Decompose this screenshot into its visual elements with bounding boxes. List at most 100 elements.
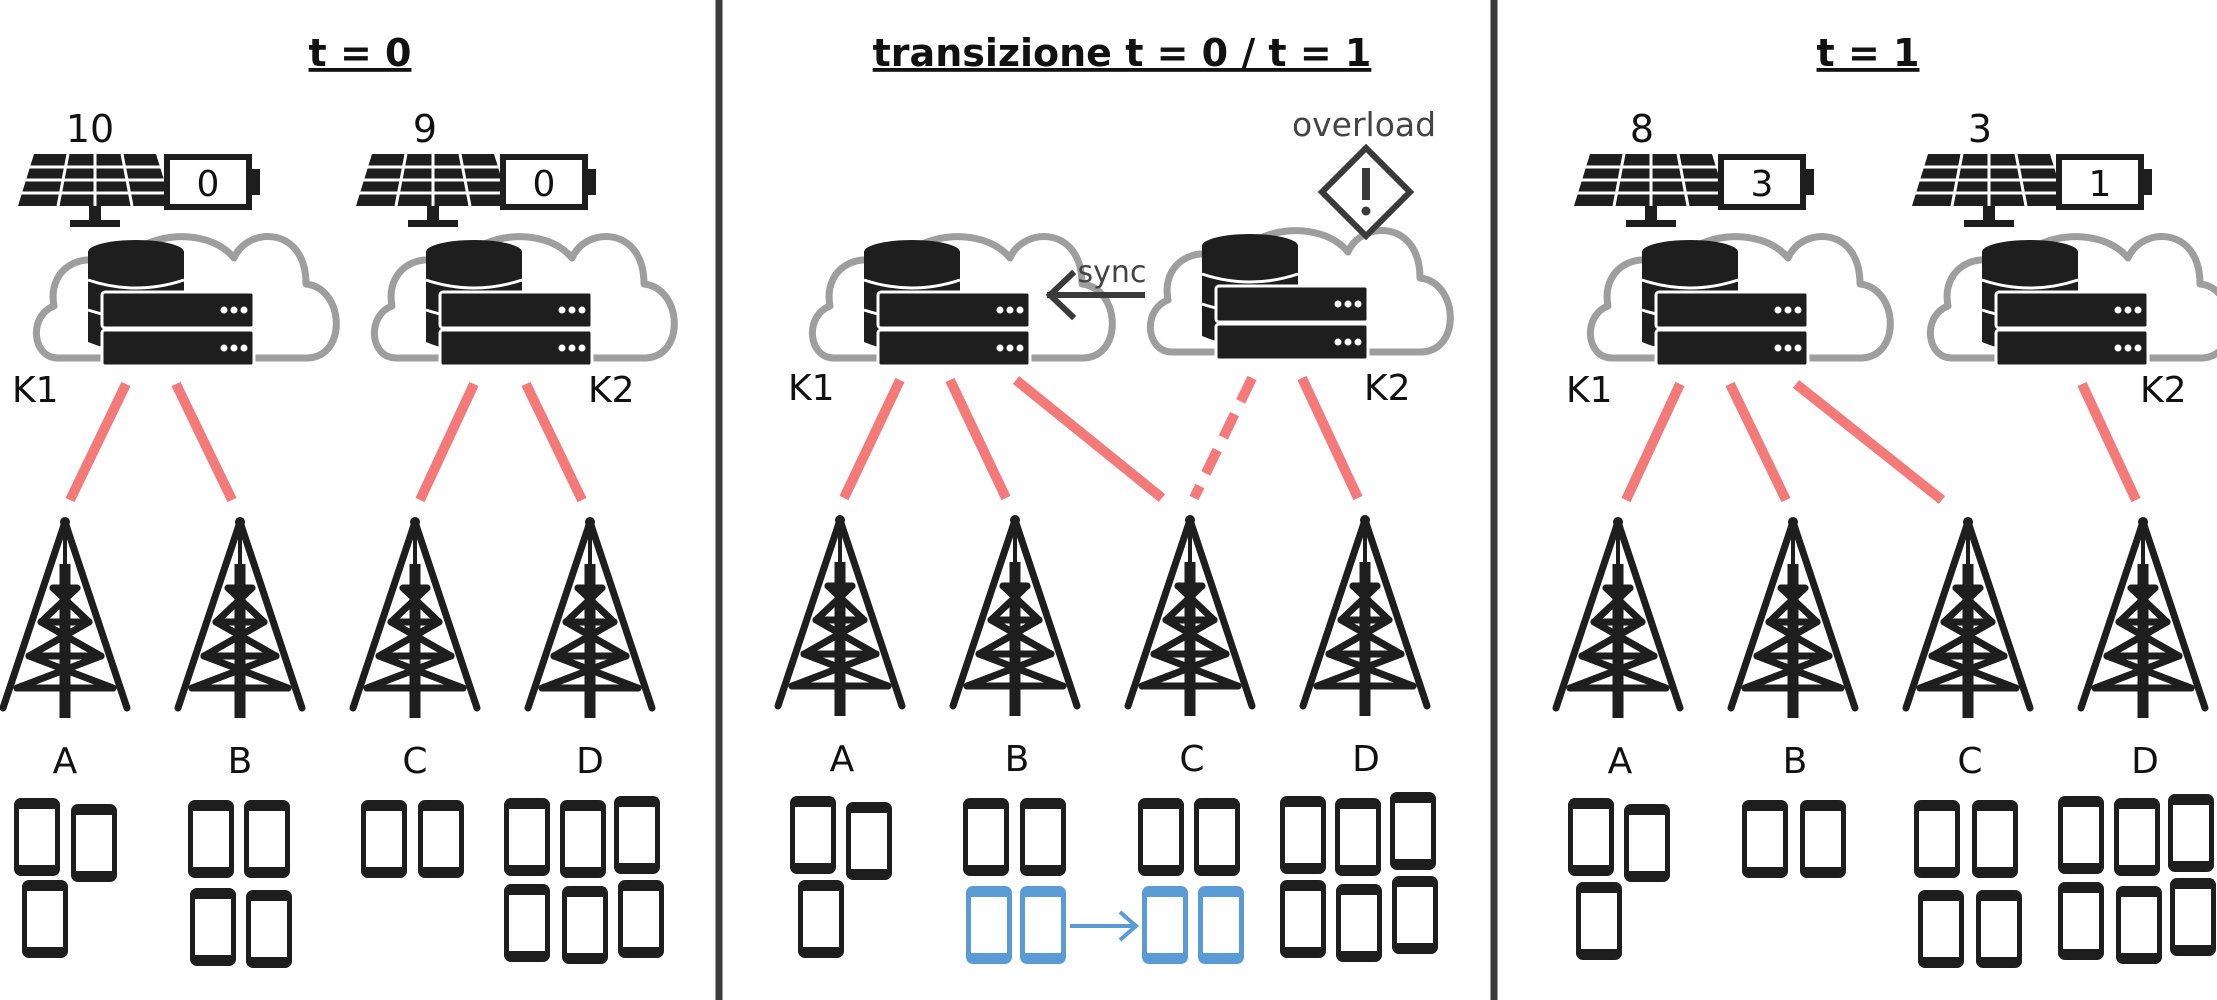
moving-smartphone-icon xyxy=(1020,886,1066,964)
cell-tower-icon xyxy=(1128,515,1252,716)
solar-panel-icon xyxy=(1910,152,2068,229)
handover-arrow-icon xyxy=(1070,910,1140,942)
battery-value: 3 xyxy=(1751,164,1774,205)
link-k2-d xyxy=(521,381,587,503)
smartphone-icon xyxy=(361,800,407,878)
smartphone-icon xyxy=(1914,800,1960,878)
smartphone-icon xyxy=(14,798,60,876)
panel-title: transizione t = 0 / t = 1 xyxy=(873,31,1372,75)
panel-t0: t = 0 10 0 K1 9 0 K2 A xyxy=(3,31,674,968)
cloud-label-k1: K1 xyxy=(12,370,59,411)
link-k2-d xyxy=(1297,375,1363,501)
battery-value: 0 xyxy=(533,164,556,205)
smartphone-icon xyxy=(418,800,464,878)
tower-label-a: A xyxy=(53,741,78,782)
link-k1-a xyxy=(839,377,905,501)
phones-c xyxy=(1138,798,1244,964)
phones-c xyxy=(361,800,464,878)
cell-tower-icon xyxy=(1906,517,2030,718)
smartphone-icon xyxy=(1280,880,1326,958)
tower-label-b: B xyxy=(228,741,253,782)
link-k1-b xyxy=(945,377,1011,501)
smartphone-icon xyxy=(560,800,606,878)
cell-tower-icon xyxy=(1731,517,1855,718)
phones-d xyxy=(2058,794,2216,964)
battery-value: 1 xyxy=(2089,164,2112,205)
cloud-label-k2: K2 xyxy=(2140,370,2187,411)
smartphone-icon xyxy=(2170,878,2216,956)
smartphone-icon xyxy=(504,884,550,962)
cell-tower-icon xyxy=(1556,517,1680,718)
link-k2-c xyxy=(415,381,479,503)
smartphone-icon xyxy=(798,880,844,958)
cloud-server-icon xyxy=(1590,237,1890,366)
cell-tower-icon xyxy=(178,517,302,718)
smartphone-icon xyxy=(1280,796,1326,874)
smartphone-icon xyxy=(190,888,236,966)
smartphone-icon xyxy=(188,800,234,878)
smartphone-icon xyxy=(2116,886,2162,964)
smartphone-icon xyxy=(1138,798,1184,876)
panel-title: t = 1 xyxy=(1817,31,1920,75)
smartphone-icon xyxy=(618,880,664,958)
phones-b xyxy=(188,800,292,968)
smartphone-icon xyxy=(1335,798,1381,876)
phones-d xyxy=(1280,792,1438,962)
links xyxy=(1621,380,2141,504)
moving-smartphone-icon xyxy=(966,886,1012,964)
tower-label-d: D xyxy=(576,741,604,782)
smartphone-icon xyxy=(1742,800,1788,878)
smartphone-icon xyxy=(1194,798,1240,876)
cell-tower-icon xyxy=(2081,517,2205,718)
smartphone-icon xyxy=(246,890,292,968)
tower-label-d: D xyxy=(1352,739,1380,780)
solar-panel-icon xyxy=(354,152,512,229)
cloud-server-icon xyxy=(1930,237,2217,366)
tower-label-a: A xyxy=(1608,741,1633,782)
tower-label-b: B xyxy=(1005,739,1030,780)
smartphone-icon xyxy=(1800,800,1846,878)
cloud-k1-energy: 10 0 xyxy=(16,107,260,229)
panel-t1: t = 1 8 3 K1 3 1 K2 A B C D xyxy=(1556,31,2217,968)
smartphone-icon xyxy=(1972,800,2018,878)
smartphone-icon xyxy=(1918,890,1964,968)
solar-panel-icon xyxy=(16,152,174,229)
tower-label-c: C xyxy=(1957,741,1982,782)
phones-a xyxy=(790,796,892,958)
panel-title: t = 0 xyxy=(309,31,412,75)
warning-icon xyxy=(1317,143,1415,241)
smartphone-icon xyxy=(22,880,68,958)
tower-label-d: D xyxy=(2131,741,2159,782)
link-k2-d xyxy=(2077,381,2141,503)
smartphone-icon xyxy=(1390,792,1436,870)
solar-value: 9 xyxy=(413,107,437,151)
incoming-smartphone-icon xyxy=(1142,886,1188,964)
smartphone-icon xyxy=(1624,804,1670,882)
incoming-smartphone-icon xyxy=(1198,886,1244,964)
cloud-k2-energy: 9 0 xyxy=(354,107,596,229)
cloud-label-k1: K1 xyxy=(788,368,835,409)
phones-a xyxy=(14,798,117,958)
cell-tower-icon xyxy=(3,517,127,718)
cloud-server-icon xyxy=(812,237,1112,366)
phones-a xyxy=(1568,798,1670,960)
smartphone-icon xyxy=(244,800,290,878)
smartphone-icon xyxy=(562,886,608,964)
links xyxy=(839,375,1363,502)
smartphone-icon xyxy=(1568,798,1614,876)
link-k1-c xyxy=(1012,376,1166,502)
cloud-server-icon xyxy=(1150,231,1450,360)
link-k1-a xyxy=(1621,381,1685,503)
link-k1-a xyxy=(65,381,131,503)
smartphone-icon xyxy=(2058,796,2104,874)
smartphone-icon xyxy=(963,798,1009,876)
solar-value: 10 xyxy=(66,107,114,151)
panel-transition: transizione t = 0 / t = 1 K1 K2 overload… xyxy=(778,31,1450,964)
cell-tower-icon xyxy=(953,515,1077,716)
smartphone-icon xyxy=(614,796,660,874)
smartphone-icon xyxy=(504,798,550,876)
tower-label-c: C xyxy=(1179,739,1204,780)
smartphone-icon xyxy=(1576,882,1622,960)
phones-d xyxy=(504,796,664,964)
phones-b xyxy=(1742,800,1846,878)
